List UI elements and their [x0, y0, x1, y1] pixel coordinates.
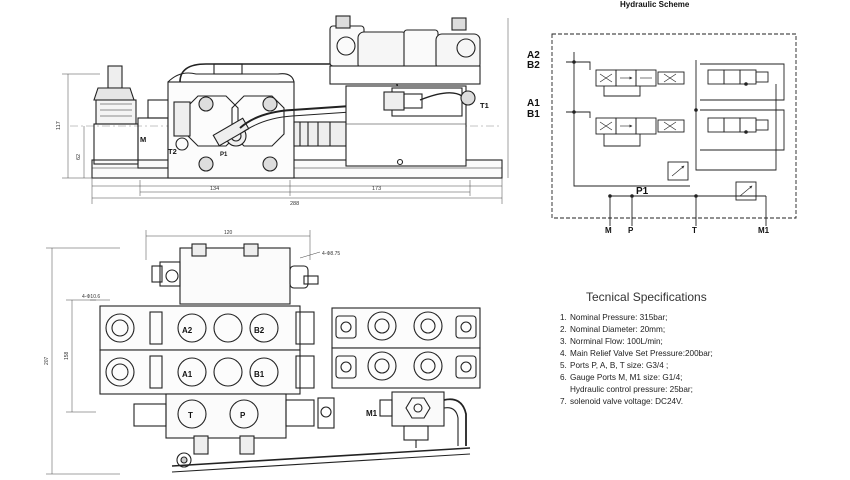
dim-207: 207 — [44, 356, 50, 365]
label-m: M — [140, 135, 146, 144]
port-label-b1: B1 — [254, 370, 265, 379]
dim-hole-1: 4-Φ8.75 — [322, 251, 340, 257]
spec-item: 6.Gauge Ports M, M1 size: G1/4; — [560, 373, 683, 382]
top-plan-view — [46, 230, 481, 475]
dim-173: 173 — [372, 186, 381, 192]
port-label-p: P — [240, 411, 246, 420]
port-label-m1: M1 — [366, 409, 378, 418]
label-p1: P1 — [220, 152, 228, 158]
specs-title: Tecnical Specifications — [586, 290, 707, 304]
label-t2: T2 — [168, 147, 177, 156]
hydraulic-schematic — [551, 33, 797, 226]
technical-specifications: Tecnical Specifications 1.Nominal Pressu… — [560, 290, 830, 408]
spec-item: 1.Nominal Pressure: 315bar; — [560, 313, 668, 322]
spec-item: Hydraulic control pressure: 25bar; — [570, 385, 693, 394]
schematic-port-p1: P1 — [636, 186, 649, 197]
schematic-port-a2: A2 — [527, 50, 540, 61]
spec-item: 7.solenoid valve voltage: DC24V. — [560, 397, 684, 406]
dim-120: 120 — [224, 230, 233, 236]
dim-134: 134 — [210, 186, 219, 192]
side-view-labels: M T2 T1 P1 — [140, 101, 489, 158]
dim-62: 62 — [76, 154, 82, 160]
schematic-port-p: P — [628, 226, 634, 235]
top-view-labels: A2 B2 A1 B1 T P M1 — [182, 326, 378, 420]
label-t1: T1 — [480, 101, 489, 110]
schematic-title: Hydraulic Scheme — [620, 0, 690, 9]
dim-158: 158 — [64, 351, 70, 360]
dim-hole-2: 4-Φ10.6 — [82, 294, 100, 300]
schematic-labels: Hydraulic Scheme A2 B2 A1 B1 P1 M P T M1 — [527, 0, 770, 235]
schematic-port-b1: B1 — [527, 109, 540, 120]
schematic-port-m: M — [605, 226, 612, 235]
spec-item: 5.Ports P, A, B, T size: G3/4 ; — [560, 361, 669, 370]
port-label-t: T — [188, 411, 193, 420]
dim-117: 117 — [56, 121, 62, 130]
top-view-dimensions: 120 158 207 4-Φ8.75 4-Φ10.6 — [44, 230, 340, 365]
port-label-a2: A2 — [182, 326, 193, 335]
dim-288: 288 — [290, 201, 299, 207]
side-view-dimensions: 134 173 288 117 62 — [56, 121, 381, 207]
schematic-port-a1: A1 — [527, 98, 540, 109]
spec-item: 4.Main Relief Valve Set Pressure:200bar; — [560, 349, 713, 358]
side-elevation-view — [62, 15, 509, 204]
spec-item: 2.Nominal Diameter: 20mm; — [560, 325, 666, 334]
port-label-b2: B2 — [254, 326, 265, 335]
spec-item: 3.Norminal Flow: 100L/min; — [560, 337, 663, 346]
schematic-port-m1: M1 — [758, 226, 770, 235]
schematic-port-b2: B2 — [527, 60, 540, 71]
schematic-port-t: T — [692, 226, 697, 235]
port-label-a1: A1 — [182, 370, 193, 379]
